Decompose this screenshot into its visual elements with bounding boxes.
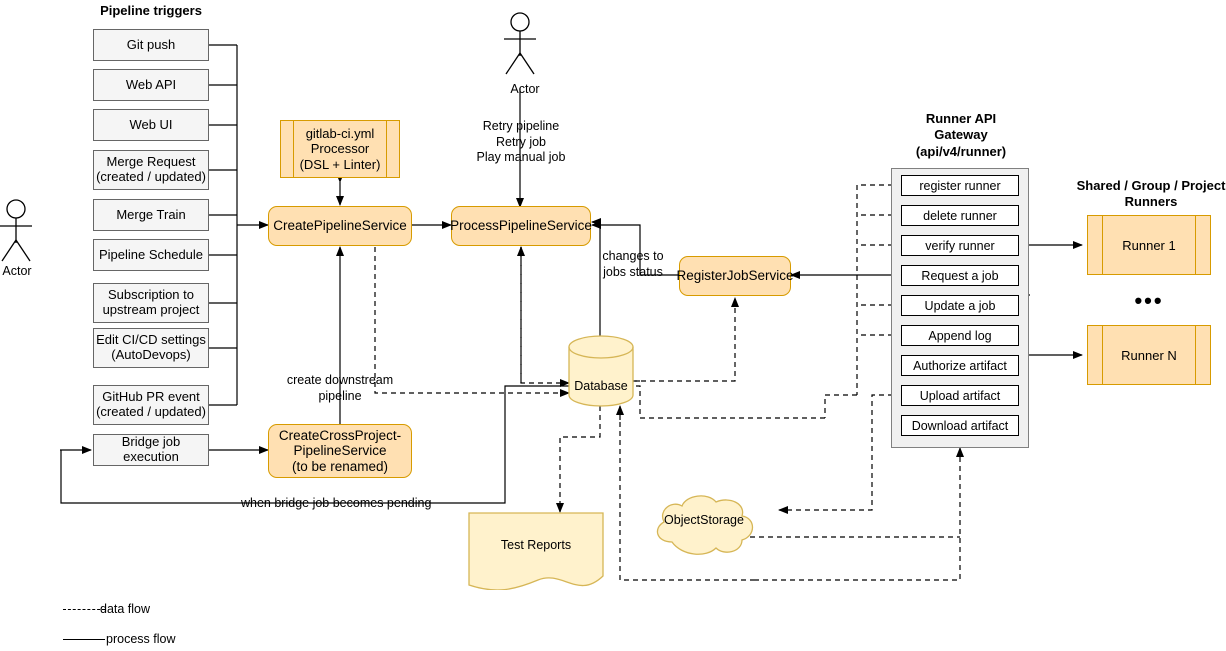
- trigger-edit-cicd-settings[interactable]: Edit CI/CD settings (AutoDevops): [93, 328, 209, 368]
- gateway-endpoint-delete-runner[interactable]: delete runner: [901, 205, 1019, 226]
- test-reports-label: Test Reports: [500, 538, 572, 552]
- actor-left: [0, 199, 32, 262]
- trigger-subscription-upstream[interactable]: Subscription to upstream project: [93, 283, 209, 323]
- runners-heading: Shared / Group / Project Runners: [1076, 178, 1226, 210]
- register-job-service[interactable]: RegisterJobService: [676, 256, 794, 296]
- bridge-pending-label: when bridge job becomes pending: [241, 496, 432, 510]
- create-downstream-pipeline-label: create downstream pipeline: [286, 373, 394, 403]
- pipeline-triggers-heading: Pipeline triggers: [100, 3, 202, 18]
- create-cross-project-pipeline-service[interactable]: CreateCrossProject- PipelineService (to …: [268, 424, 412, 478]
- runner-n[interactable]: Runner N: [1087, 325, 1211, 385]
- object-storage-label: ObjectStorage: [664, 513, 744, 527]
- actor-top-label: Actor: [510, 82, 540, 96]
- database-label: Database: [574, 379, 628, 393]
- gateway-endpoint-register-runner[interactable]: register runner: [901, 175, 1019, 196]
- actor-left-label: Actor: [2, 264, 32, 278]
- runner-1[interactable]: Runner 1: [1087, 215, 1211, 275]
- gateway-endpoint-authorize-artifact[interactable]: Authorize artifact: [901, 355, 1019, 376]
- changes-to-jobs-status-label: changes to jobs status: [602, 249, 664, 279]
- runner-api-gateway-title: Runner API Gateway (api/v4/runner): [915, 111, 1007, 159]
- trigger-web-ui[interactable]: Web UI: [93, 109, 209, 141]
- legend-process-flow-label: process flow: [106, 632, 176, 646]
- gateway-endpoint-upload-artifact[interactable]: Upload artifact: [901, 385, 1019, 406]
- test-reports-document[interactable]: [468, 512, 604, 590]
- gateway-endpoint-download-artifact[interactable]: Download artifact: [901, 415, 1019, 436]
- legend-data-flow-label: data flow: [100, 602, 151, 616]
- gateway-endpoint-request-a-job[interactable]: Request a job: [901, 265, 1019, 286]
- database-cylinder[interactable]: [568, 335, 634, 407]
- actor-top: [504, 12, 536, 75]
- gateway-endpoint-append-log[interactable]: Append log: [901, 325, 1019, 346]
- trigger-merge-request[interactable]: Merge Request (created / updated): [93, 150, 209, 190]
- trigger-bridge-job-execution[interactable]: Bridge job execution: [93, 434, 209, 466]
- process-pipeline-service[interactable]: ProcessPipelineService: [450, 206, 592, 246]
- create-pipeline-service[interactable]: CreatePipelineService: [268, 206, 412, 246]
- legend-data-flow-line: [63, 609, 105, 610]
- trigger-merge-train[interactable]: Merge Train: [93, 199, 209, 231]
- gitlab-ci-yml-processor[interactable]: gitlab-ci.yml Processor (DSL + Linter): [280, 120, 400, 178]
- gateway-endpoint-update-a-job[interactable]: Update a job: [901, 295, 1019, 316]
- gateway-endpoint-verify-runner[interactable]: verify runner: [901, 235, 1019, 256]
- retry-label: Retry pipeline Retry job Play manual job: [476, 119, 566, 165]
- runners-ellipsis: •••: [1134, 288, 1164, 313]
- object-storage-cloud[interactable]: [650, 490, 758, 562]
- trigger-git-push[interactable]: Git push: [93, 29, 209, 61]
- trigger-web-api[interactable]: Web API: [93, 69, 209, 101]
- legend-process-flow-line: [63, 639, 105, 640]
- trigger-github-pr-event[interactable]: GitHub PR event (created / updated): [93, 385, 209, 425]
- trigger-pipeline-schedule[interactable]: Pipeline Schedule: [93, 239, 209, 271]
